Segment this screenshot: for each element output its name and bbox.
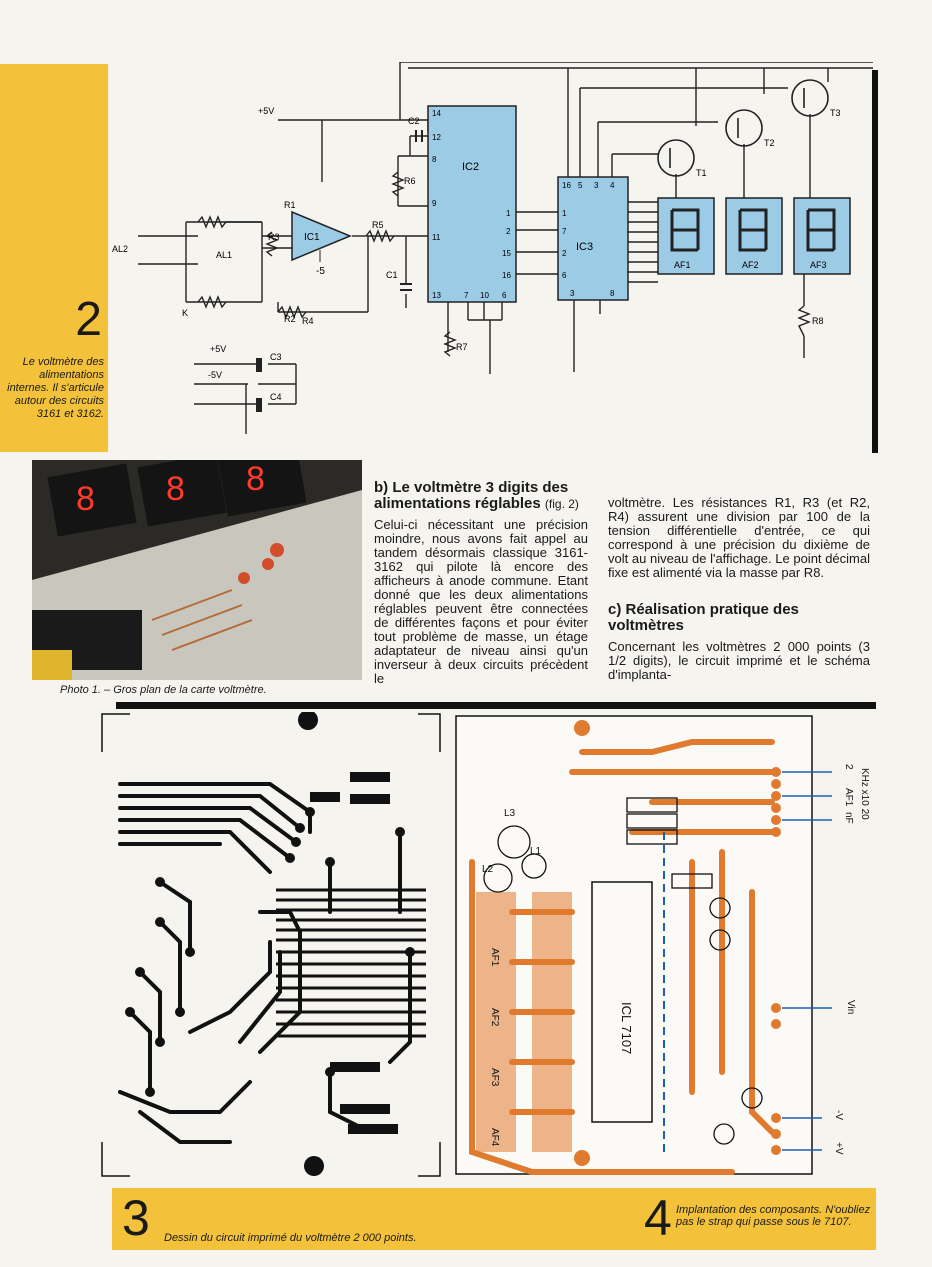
figure-2-band xyxy=(0,64,108,452)
svg-text:-5: -5 xyxy=(316,266,325,277)
horizontal-rule xyxy=(116,702,876,709)
svg-text:8: 8 xyxy=(76,480,95,518)
figure-2-caption: Le voltmètre des alimentations internes.… xyxy=(7,356,104,420)
svg-text:6: 6 xyxy=(502,291,507,300)
svg-text:8: 8 xyxy=(610,289,615,298)
label-af1-out: AF1 xyxy=(843,788,854,807)
svg-text:8: 8 xyxy=(166,470,185,508)
svg-text:8: 8 xyxy=(432,155,437,164)
label-vin: Vin xyxy=(845,1000,856,1014)
figure-2-number: 2 xyxy=(75,293,102,346)
figure-4-caption: Implantation des composants. N'oubliez p… xyxy=(676,1204,871,1228)
svg-text:1: 1 xyxy=(562,209,567,218)
section-c-body: Concernant les voltmètres 2 000 points (… xyxy=(608,639,870,682)
label-l3: L3 xyxy=(504,808,516,819)
svg-text:12: 12 xyxy=(432,133,441,142)
svg-text:IC3: IC3 xyxy=(576,241,593,253)
svg-text:C1: C1 xyxy=(386,270,398,280)
svg-text:R5: R5 xyxy=(372,220,384,230)
svg-text:3: 3 xyxy=(570,289,575,298)
svg-text:14: 14 xyxy=(432,109,441,118)
svg-text:R7: R7 xyxy=(456,342,468,352)
figure-3-caption: Dessin du circuit imprimé du voltmètre 2… xyxy=(164,1232,417,1244)
label-af2: AF2 xyxy=(489,1008,500,1027)
photo-voltmeter-board: 8 8 8 xyxy=(32,460,362,680)
svg-text:C4: C4 xyxy=(270,392,282,402)
figure-4-number: 4 xyxy=(644,1190,672,1246)
svg-text:+5V: +5V xyxy=(258,106,274,116)
svg-text:3: 3 xyxy=(594,181,599,190)
svg-text:4: 4 xyxy=(610,181,615,190)
svg-text:7: 7 xyxy=(464,291,469,300)
svg-text:2: 2 xyxy=(506,227,511,236)
label-2: 2 xyxy=(843,764,854,770)
label-af4: AF4 xyxy=(489,1128,500,1147)
svg-text:AL2: AL2 xyxy=(112,244,128,254)
svg-text:AL1: AL1 xyxy=(216,250,232,260)
svg-text:T1: T1 xyxy=(696,168,707,178)
svg-text:R1: R1 xyxy=(284,200,296,210)
photo-caption: Photo 1. – Gros plan de la carte voltmèt… xyxy=(60,684,267,696)
svg-text:7: 7 xyxy=(562,227,567,236)
pcb-copper-pattern xyxy=(101,712,441,1177)
label-af1: AF1 xyxy=(489,948,500,967)
svg-text:IC1: IC1 xyxy=(304,232,320,243)
svg-text:15: 15 xyxy=(502,249,511,258)
svg-text:2: 2 xyxy=(562,249,567,258)
svg-text:16: 16 xyxy=(562,181,571,190)
label-minus-v: -V xyxy=(833,1110,844,1120)
vertical-rule xyxy=(872,70,878,453)
label-khz: KHz x10 20 xyxy=(859,768,870,820)
figure-3-number: 3 xyxy=(122,1190,150,1246)
svg-text:8: 8 xyxy=(246,460,265,498)
section-b-title: b) Le voltmètre 3 digits des alimentatio… xyxy=(374,479,569,512)
svg-text:1: 1 xyxy=(506,209,511,218)
svg-text:+5V: +5V xyxy=(210,344,226,354)
svg-text:K: K xyxy=(182,308,188,318)
svg-text:13: 13 xyxy=(432,291,441,300)
label-icl7107: ICL 7107 xyxy=(619,1002,634,1054)
label-l1: L1 xyxy=(530,846,542,857)
label-l2: L2 xyxy=(482,864,494,875)
svg-text:AF3: AF3 xyxy=(810,260,827,270)
svg-text:R3: R3 xyxy=(268,232,280,242)
label-plus-v: +V xyxy=(833,1142,844,1155)
label-af3: AF3 xyxy=(489,1068,500,1087)
section-c-column: voltmètre. Les résistances R1, R3 (et R2… xyxy=(608,496,870,682)
section-b-column: b) Le voltmètre 3 digits des alimentatio… xyxy=(374,480,588,686)
svg-text:5: 5 xyxy=(578,181,583,190)
svg-text:16: 16 xyxy=(502,271,511,280)
figure-3-4-band xyxy=(112,1188,876,1250)
svg-text:C2: C2 xyxy=(408,116,420,126)
svg-text:C3: C3 xyxy=(270,352,282,362)
svg-text:6: 6 xyxy=(562,271,567,280)
svg-text:R6: R6 xyxy=(404,176,416,186)
svg-text:9: 9 xyxy=(432,199,437,208)
section-b-body: Celui-ci nécessitant une précision moind… xyxy=(374,517,588,686)
svg-text:-5V: -5V xyxy=(208,370,222,380)
svg-text:T3: T3 xyxy=(830,108,841,118)
svg-text:AF2: AF2 xyxy=(742,260,759,270)
svg-text:R4: R4 xyxy=(302,316,314,326)
svg-text:11: 11 xyxy=(432,233,441,242)
section-c-title: c) Réalisation pratique des voltmètres xyxy=(608,601,799,634)
svg-text:T2: T2 xyxy=(764,138,775,148)
svg-text:IC2: IC2 xyxy=(462,161,479,173)
label-nf: nF xyxy=(843,812,854,824)
section-b-ref: (fig. 2) xyxy=(544,497,579,511)
svg-text:AF1: AF1 xyxy=(674,260,691,270)
svg-text:R2: R2 xyxy=(284,314,296,324)
svg-text:10: 10 xyxy=(480,291,489,300)
svg-text:R8: R8 xyxy=(812,316,824,326)
component-layout: L3 L2 L1 ICL 7107 AF1 AF2 AF3 AF4 2 AF1 … xyxy=(455,715,870,1175)
section-b-continued: voltmètre. Les résistances R1, R3 (et R2… xyxy=(608,495,870,580)
